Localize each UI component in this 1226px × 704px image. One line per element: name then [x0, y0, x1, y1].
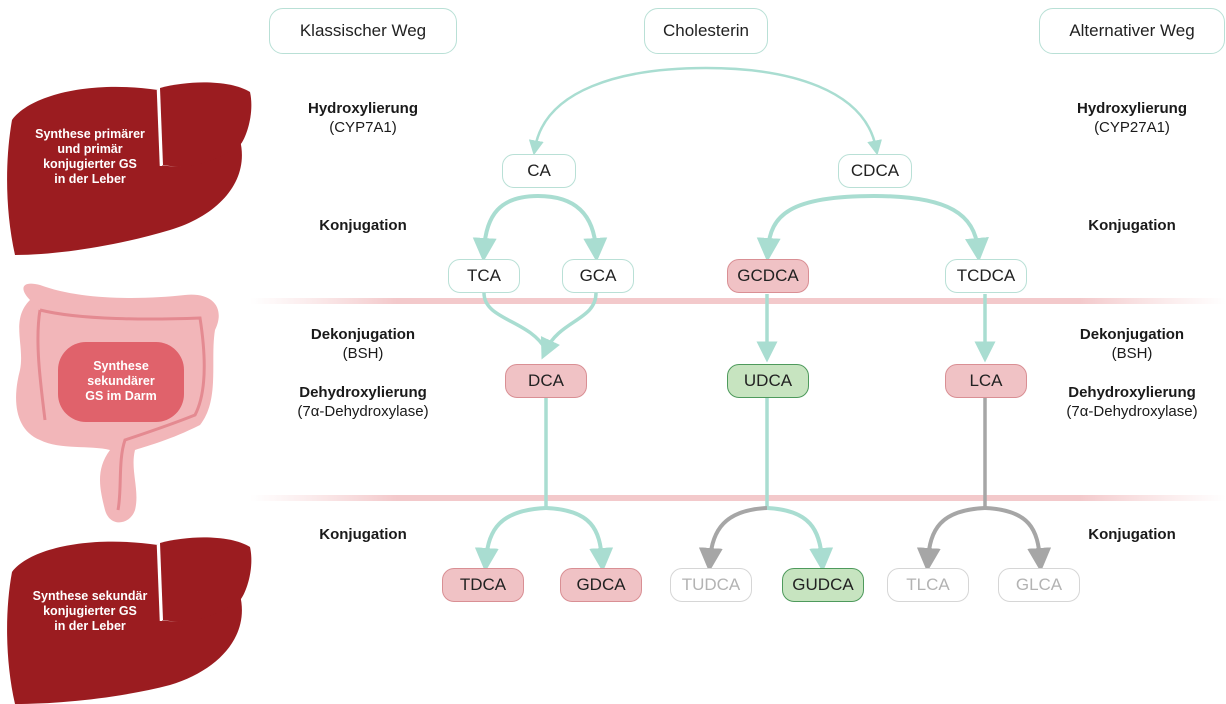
left-deconjugation-enzyme: (BSH)	[342, 345, 384, 362]
left-hydroxylation-label: Hydroxylierung (CYP7A1)	[283, 99, 443, 137]
left-conjugation-2-label: Konjugation	[283, 525, 443, 544]
liver-top-line-3: konjugierter GS	[43, 157, 137, 171]
node-tudca: TUDCA	[670, 568, 752, 602]
left-conjugation-1-label: Konjugation	[283, 216, 443, 235]
arrow-cholesterol-ca	[528, 66, 707, 156]
liver-bottom-line-1: Synthese sekundär	[32, 589, 148, 603]
arrow-udca-gudca	[766, 506, 834, 572]
arrow-dca-tdca	[474, 506, 547, 572]
right-deconjugation-enzyme: (BSH)	[1111, 345, 1153, 362]
left-dehydroxylation-label: Dehydroxylierung (7α-Dehydroxylase)	[273, 383, 453, 421]
right-dehydroxylation-label: Dehydroxylierung (7α-Dehydroxylase)	[1042, 383, 1222, 421]
liver-bottom-text: Synthese sekundär konjugierter GS in der…	[20, 589, 160, 634]
liver-top-text: Synthese primärer und primär konjugierte…	[22, 127, 158, 187]
node-gca: GCA	[562, 259, 634, 293]
right-hydroxylation-title: Hydroxylierung	[1076, 100, 1188, 117]
left-conjugation-2-title: Konjugation	[319, 526, 407, 543]
left-dehydroxylation-enzyme: (7α-Dehydroxylase)	[297, 403, 429, 420]
right-conjugation-2-title: Konjugation	[1088, 526, 1176, 543]
arrow-tca-dca	[482, 292, 548, 351]
node-tlca: TLCA	[887, 568, 969, 602]
left-dehydroxylation-title: Dehydroxylierung	[299, 384, 427, 401]
arrow-lca-tlca	[916, 506, 986, 572]
arrow-cholesterol-cdca	[705, 66, 882, 156]
arrow-ca-tca	[472, 194, 539, 262]
right-conjugation-1-title: Konjugation	[1088, 217, 1176, 234]
node-glca: GLCA	[998, 568, 1080, 602]
alternative-pathway-box: Alternativer Weg	[1039, 8, 1225, 54]
separator-upper	[250, 298, 1226, 304]
liver-bottom-icon	[7, 537, 252, 704]
node-ca: CA	[502, 154, 576, 188]
separator-lower	[250, 495, 1226, 501]
arrow-gca-dca	[540, 292, 598, 360]
node-tca: TCA	[448, 259, 520, 293]
arrow-lca-glca	[984, 506, 1052, 572]
node-tcdca: TCDCA	[945, 259, 1027, 293]
right-deconjugation-label: Dekonjugation (BSH)	[1052, 325, 1212, 363]
liver-top-line-1: Synthese primärer	[35, 127, 145, 141]
cholesterol-box: Cholesterin	[644, 8, 768, 54]
liver-bottom-line-3: in der Leber	[54, 619, 126, 633]
gut-line-2: sekundärer	[87, 374, 155, 388]
left-conjugation-1-title: Konjugation	[319, 217, 407, 234]
arrow-cdca-gcdca	[756, 194, 875, 262]
liver-bottom-line-2: konjugierter GS	[43, 604, 137, 618]
arrow-dca-gdca	[545, 506, 614, 572]
node-gdca: GDCA	[560, 568, 642, 602]
right-dehydroxylation-title: Dehydroxylierung	[1068, 384, 1196, 401]
liver-top-line-2: und primär	[57, 142, 123, 156]
left-deconjugation-label: Dekonjugation (BSH)	[283, 325, 443, 363]
node-gcdca: GCDCA	[727, 259, 809, 293]
gut-line-3: GS im Darm	[85, 389, 157, 403]
gut-line-1: Synthese	[93, 359, 149, 373]
node-dca: DCA	[505, 364, 587, 398]
node-cdca: CDCA	[838, 154, 912, 188]
gut-text: Synthese sekundärer GS im Darm	[58, 359, 184, 404]
arrow-udca-tudca	[698, 506, 768, 572]
node-tdca: TDCA	[442, 568, 524, 602]
right-hydroxylation-enzyme: (CYP27A1)	[1094, 119, 1170, 136]
node-lca: LCA	[945, 364, 1027, 398]
classic-pathway-box: Klassischer Weg	[269, 8, 457, 54]
node-udca: UDCA	[727, 364, 809, 398]
left-deconjugation-title: Dekonjugation	[310, 326, 416, 343]
left-hydroxylation-enzyme: (CYP7A1)	[329, 119, 397, 136]
liver-top-icon	[7, 82, 252, 255]
right-dehydroxylation-enzyme: (7α-Dehydroxylase)	[1066, 403, 1198, 420]
left-hydroxylation-title: Hydroxylierung	[307, 100, 419, 117]
arrow-ca-gca	[537, 194, 608, 262]
right-deconjugation-title: Dekonjugation	[1079, 326, 1185, 343]
right-conjugation-1-label: Konjugation	[1052, 216, 1212, 235]
liver-top-line-4: in der Leber	[54, 172, 126, 186]
arrow-cdca-tcdca	[873, 194, 989, 262]
right-conjugation-2-label: Konjugation	[1052, 525, 1212, 544]
right-hydroxylation-label: Hydroxylierung (CYP27A1)	[1052, 99, 1212, 137]
node-gudca: GUDCA	[782, 568, 864, 602]
intestine-icon	[16, 283, 219, 523]
